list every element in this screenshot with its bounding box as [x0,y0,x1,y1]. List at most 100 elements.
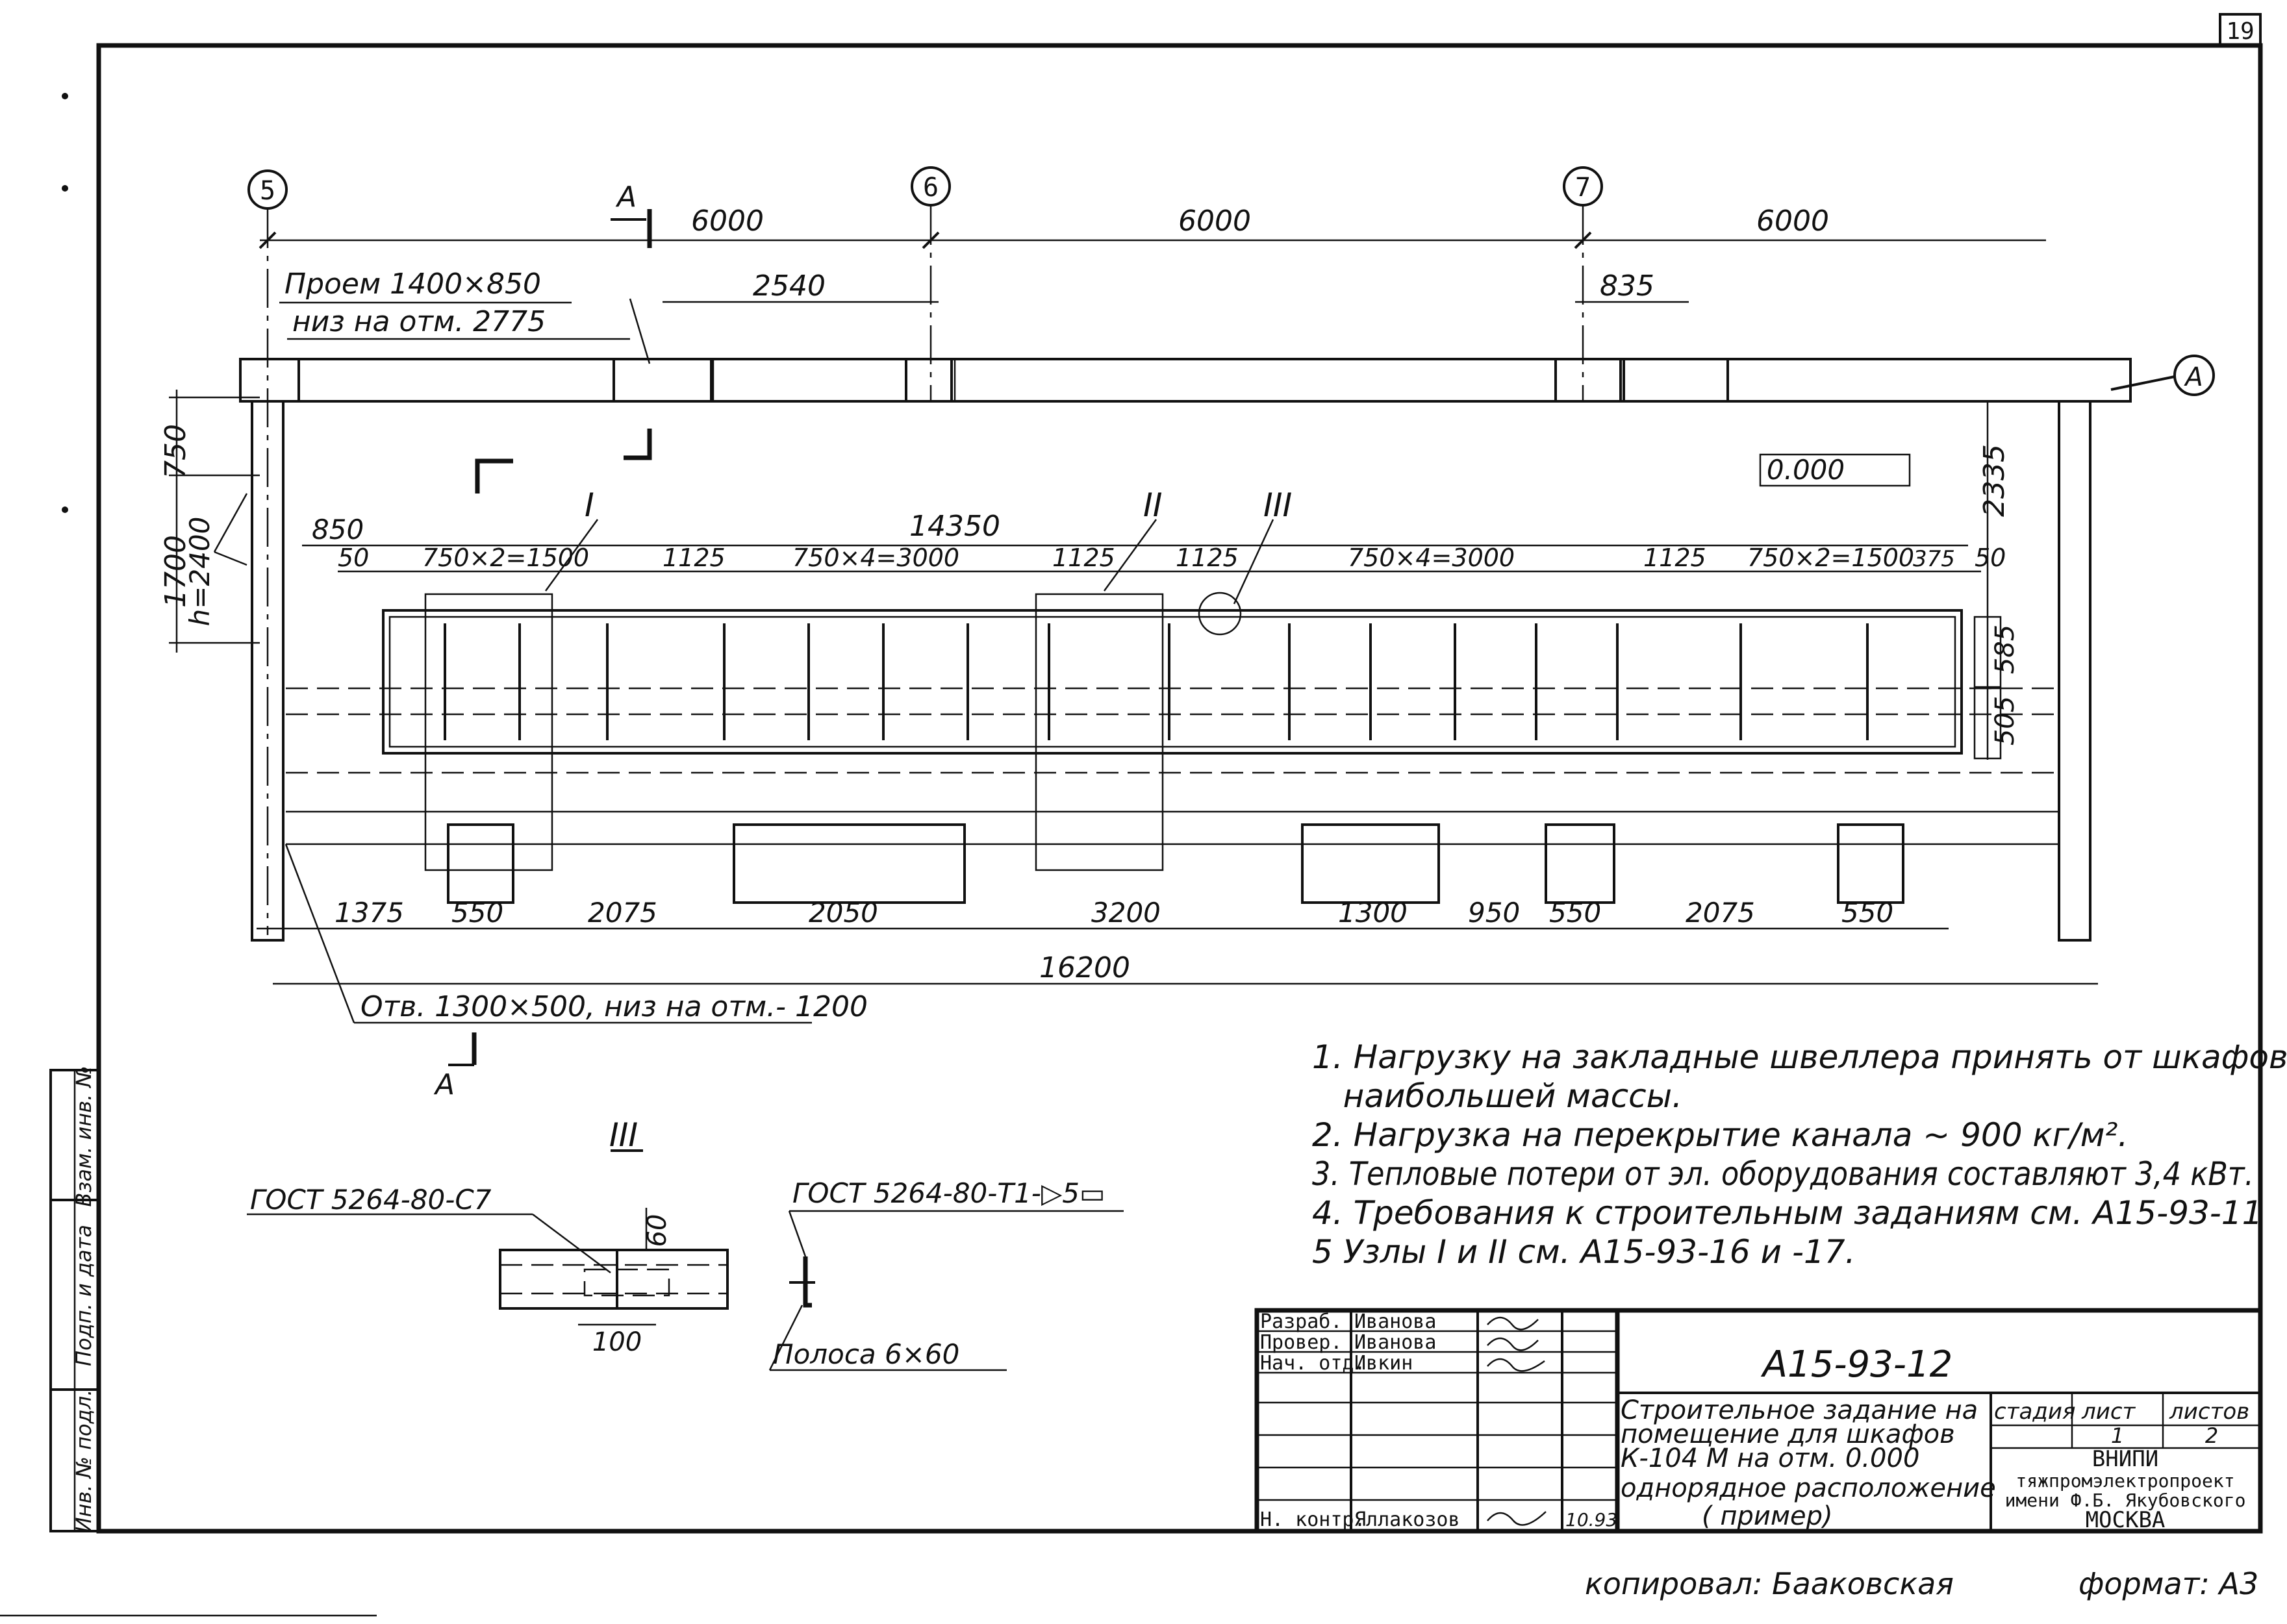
svg-text:1125: 1125 [1052,543,1115,572]
svg-text:50: 50 [1975,543,2006,572]
dim-2335: 2335 [1978,444,2011,517]
name-1: Иванова [1354,1331,1436,1354]
dim-1700-left: 1700 [159,535,192,608]
side-walls [251,400,2104,942]
right-dimensions: 2335 585 505 [1973,403,2020,760]
dim-6000-c: 6000 [1756,205,1829,238]
svg-text:А: А [615,181,637,214]
note-2: 2. Нагрузка на перекрытие канала ~ 900 к… [1312,1116,2128,1154]
org-line-1: тяжпромэлектропроект [2015,1470,2234,1492]
floor-openings [447,823,1904,904]
opening-bottom-callout: Отв. 1300×500, низ на отм.- 1200 А [284,843,868,1101]
role-2: Нач. отд. [1260,1352,1366,1375]
binder-marks [62,93,68,513]
svg-text:низ на отм. 2775: низ на отм. 2775 [292,305,546,338]
dim-h2400: h=2400 [184,517,216,627]
bottom-dimension-chain: 1375 550 2075 2050 3200 1300 950 550 207… [257,897,2098,985]
title-block: Разраб. Провер. Нач. отд. Н. контр. Иван… [1254,1308,2263,1534]
section-mark-top: А [611,181,652,248]
note-5: 5 Узлы I и II см. А15-93-16 и -17. [1312,1233,1856,1271]
svg-text:750×4=3000: 750×4=3000 [792,543,959,572]
svg-text:7: 7 [1575,173,1591,203]
org-line-3: МОСКВА [2086,1507,2166,1533]
cabinet-dimension-chain: 850 14350 50 750×2=1500 1125 750×4=3000 … [302,510,2006,573]
detail-III: III ГОСТ 5264-80-С7 60 100 ГОСТ 5264-80-… [247,1116,1124,1371]
role-1: Провер. [1260,1331,1342,1354]
doc-code: А15-93-12 [1761,1343,1953,1386]
svg-text:750×4=3000: 750×4=3000 [1348,543,1515,572]
sheet-value: 1 [2111,1423,2124,1448]
svg-text:А: А [2183,362,2203,392]
cabinet-cells [444,623,1869,740]
svg-text:1125: 1125 [1643,543,1706,572]
note-3: 3. Тепловые потери от эл. оборудования с… [1312,1155,2254,1193]
svg-text:0.000: 0.000 [1767,454,1845,486]
role-0: Разраб. [1260,1310,1342,1333]
svg-text:2075: 2075 [1686,897,1755,929]
dim-585: 585 [1990,625,2020,674]
dim-6000-b: 6000 [1178,205,1251,238]
gost-left: ГОСТ 5264-80-С7 [250,1184,492,1216]
role-6: Н. контр. [1260,1508,1366,1531]
name-6: Яллакозов [1354,1508,1460,1531]
axis-6-marker: 6 [911,166,951,403]
sheet-number-box [2219,13,2262,47]
svg-text:Отв. 1300×500, низ на отм.- 12: Отв. 1300×500, низ на отм.- 1200 [360,990,868,1023]
dim-750-left: 750 [159,424,192,479]
note-4: 4. Требования к строительным заданиям см… [1312,1194,2262,1232]
svg-text:Инв. № подл.: Инв. № подл. [71,1390,96,1533]
section-mark-right: А [2110,355,2215,396]
left-dimensions: 750 1700 h=2400 [159,390,260,653]
svg-text:1125: 1125 [663,543,726,572]
title-line-3: однорядное расположение [1621,1473,1996,1503]
dim-835: 835 [1600,269,1654,303]
side-stamp: Взам. инв. № Подп. и дата Инв. № подл. [49,1066,100,1533]
gost-right: ГОСТ 5264-80-Т1-▷5▭ [792,1177,1106,1209]
title-line-0: Строительное задание на [1621,1395,1978,1425]
drawing-frame [96,43,2263,1534]
dim-2540: 2540 [753,269,826,303]
title-line-2: К-104 М на отм. 0.000 [1621,1443,1919,1473]
svg-text:1375: 1375 [335,897,404,929]
paper-format: формат: А3 [2079,1566,2258,1601]
svg-text:100: 100 [592,1327,642,1357]
plan-drawing: 5 6 7 6000 6000 6000 2540 835 [159,166,2215,1101]
opening-top-callout: Проем 1400×850 низ на отм. 2775 [279,268,651,364]
top-wall [239,358,2132,403]
detail-title: III [609,1116,638,1154]
svg-text:375: 375 [1913,546,1955,572]
node-I-label: I [585,486,594,524]
sheets-label: листов [2169,1399,2249,1425]
svg-text:850: 850 [312,514,364,545]
svg-text:550: 550 [1841,897,1893,929]
signature-marks [1487,1316,1547,1526]
cabinet-channel [286,593,2059,871]
svg-text:1300: 1300 [1338,897,1408,929]
svg-text:550: 550 [451,897,503,929]
svg-text:1125: 1125 [1176,543,1239,572]
svg-text:750×2=1500: 750×2=1500 [422,543,589,572]
svg-text:3200: 3200 [1091,897,1161,929]
dim-505: 505 [1990,696,2020,745]
name-2: Ивкин [1354,1352,1413,1375]
svg-text:950: 950 [1468,897,1520,929]
top-dimension-chain: 6000 6000 6000 2540 835 [259,205,2046,303]
stage-label: стадия [1994,1399,2075,1425]
name-0: Иванова [1354,1310,1436,1333]
svg-text:750×2=1500: 750×2=1500 [1747,543,1914,572]
approval-date: 10.93 [1565,1509,1617,1530]
node-II-label: II [1143,486,1163,524]
title-line-4: ( пример) [1702,1501,1833,1531]
axis-7-marker: 7 [1563,166,1603,403]
copied-by: копировал: Бааковская [1585,1566,1954,1601]
notes: 1. Нагрузку на закладные швеллера принят… [1312,1038,2287,1271]
svg-text:А: А [433,1068,455,1101]
sheets-value: 2 [2205,1423,2218,1448]
svg-text:5: 5 [260,176,275,206]
node-III-label: III [1263,486,1292,524]
svg-text:Взам. инв. №: Взам. инв. № [71,1066,96,1206]
svg-text:50: 50 [338,543,369,572]
level-mark: 0.000 [1759,453,1911,487]
org-line-0: ВНИПИ [2092,1446,2158,1472]
svg-text:60: 60 [642,1214,672,1247]
